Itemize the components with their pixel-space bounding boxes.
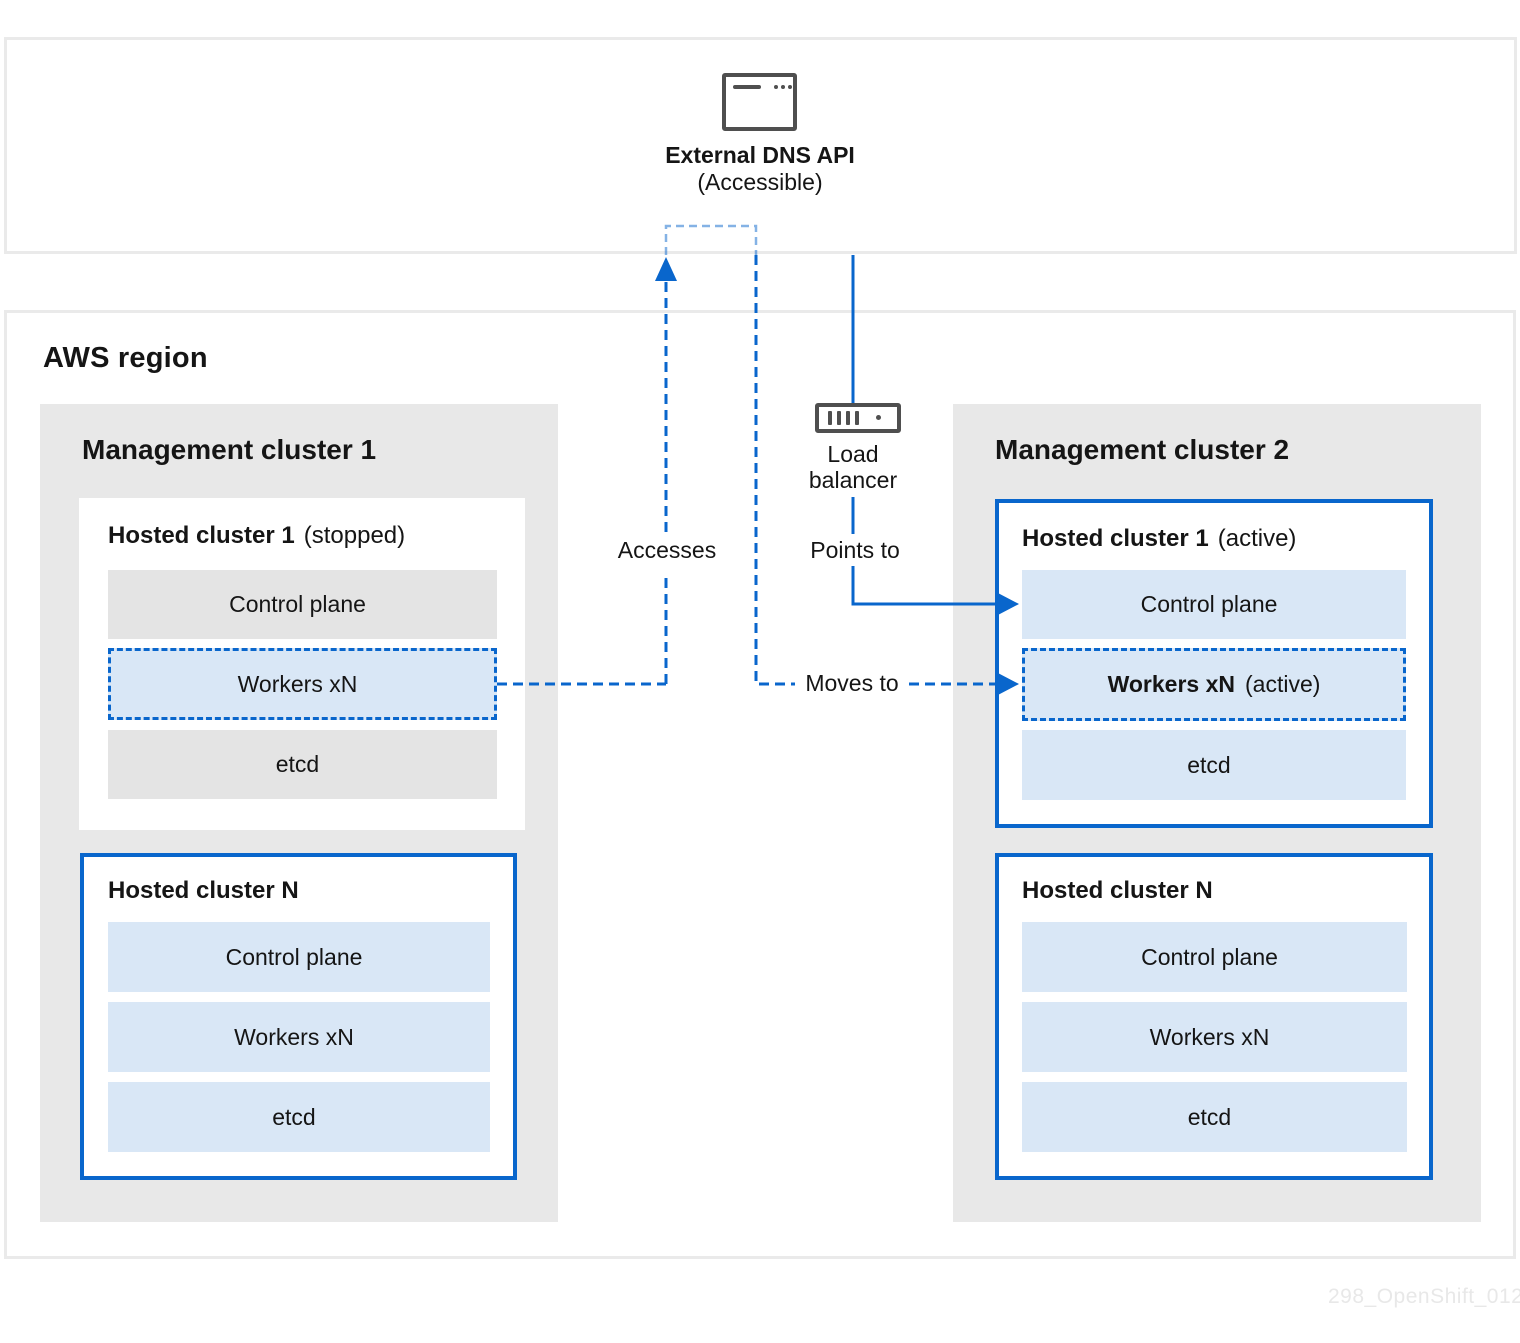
hosted-cluster-title: Hosted cluster N — [1022, 877, 1213, 904]
external-dns-zone: External DNS API (Accessible) — [4, 37, 1517, 254]
etcd-row: etcd — [1022, 730, 1406, 800]
lb-dot — [876, 415, 881, 420]
hosted-cluster-title: Hosted cluster 1(stopped) — [108, 522, 406, 549]
points-to-label: Points to — [810, 537, 900, 563]
lb-bar — [846, 411, 850, 425]
browser-titlebar-line — [733, 85, 761, 89]
accesses-label: Accesses — [617, 537, 717, 563]
control-plane-row: Control plane — [1022, 570, 1406, 639]
hosted-cluster-title: Hosted cluster 1(active) — [1022, 525, 1297, 552]
etcd-row: etcd — [108, 1082, 490, 1152]
load-balancer-label: Load balancer — [808, 441, 898, 493]
lb-bar — [837, 411, 841, 425]
control-plane-row: Control plane — [108, 570, 497, 639]
browser-dot-icon — [774, 85, 778, 89]
etcd-row: etcd — [1022, 1082, 1407, 1152]
hosted-cluster-title: Hosted cluster N — [108, 877, 299, 904]
hosted-cluster-n-left: Hosted cluster N Control plane Workers x… — [80, 853, 517, 1180]
load-balancer-server-icon — [815, 403, 901, 433]
external-dns-api-title: External DNS API — [665, 142, 855, 168]
lb-bar — [828, 411, 832, 425]
aws-region-title: AWS region — [43, 342, 208, 374]
hosted-cluster-1-active: Hosted cluster 1(active) Control plane W… — [995, 499, 1433, 828]
external-dns-api-label: External DNS API (Accessible) — [600, 142, 920, 196]
management-cluster-2-title: Management cluster 2 — [995, 434, 1290, 465]
browser-window-icon — [722, 73, 797, 131]
hosted-cluster-1-stopped: Hosted cluster 1(stopped) Control plane … — [79, 498, 525, 830]
watermark: 298_OpenShift_0123 — [1328, 1285, 1520, 1308]
etcd-row: etcd — [108, 730, 497, 799]
workers-row: Workers xN — [108, 1002, 490, 1072]
control-plane-row: Control plane — [1022, 922, 1407, 992]
accesses-arrowhead — [655, 257, 677, 281]
workers-row: Workers xN — [108, 648, 497, 720]
browser-dot-icon — [788, 85, 792, 89]
lb-bar — [855, 411, 859, 425]
hosted-cluster-n-right: Hosted cluster N Control plane Workers x… — [995, 853, 1433, 1180]
workers-row-active: Workers xN(active) — [1022, 648, 1406, 721]
management-cluster-1: Management cluster 1 Hosted cluster 1(st… — [40, 404, 558, 1222]
external-dns-api-subtitle: (Accessible) — [697, 169, 823, 195]
management-cluster-2: Management cluster 2 Hosted cluster 1(ac… — [953, 404, 1481, 1222]
browser-dot-icon — [781, 85, 785, 89]
moves-to-label: Moves to — [805, 670, 899, 696]
control-plane-row: Control plane — [108, 922, 490, 992]
workers-row: Workers xN — [1022, 1002, 1407, 1072]
management-cluster-1-title: Management cluster 1 — [82, 434, 377, 465]
